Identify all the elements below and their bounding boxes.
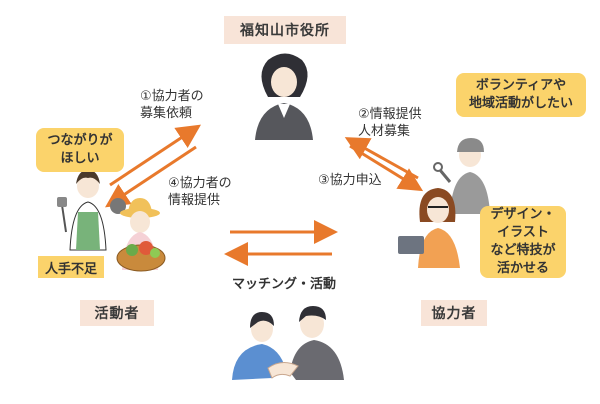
city-official-illustration <box>255 53 313 140</box>
arrow-step1 <box>109 124 202 187</box>
volunteer-bubble: ボランティアや 地域活動がしたい <box>456 73 586 117</box>
arrow-step4 <box>104 145 197 208</box>
shortage-tag: 人手不足 <box>38 256 104 278</box>
city-office-label: 福知山市役所 <box>224 16 346 44</box>
step1-text: ①協力者の 募集依頼 <box>140 89 204 121</box>
activity-group-label: 活動者 <box>80 300 154 326</box>
step4-text: ④協力者の 情報提供 <box>168 176 232 208</box>
arrow-step3 <box>344 137 419 180</box>
activity-group-illustration <box>57 170 166 272</box>
skills-bubble: デザイン・ イラスト など特技が 活かせる <box>480 206 566 278</box>
matching-text: マッチング・活動 <box>232 277 337 292</box>
step3-text: ③協力申込 <box>318 173 382 188</box>
cooperator-label: 協力者 <box>421 300 487 326</box>
step2-text: ②情報提供 人材募集 <box>358 107 422 139</box>
cooperators-illustration <box>398 138 490 268</box>
handshake-illustration <box>232 306 344 380</box>
connection-bubble: つながりが ほしい <box>36 128 124 172</box>
